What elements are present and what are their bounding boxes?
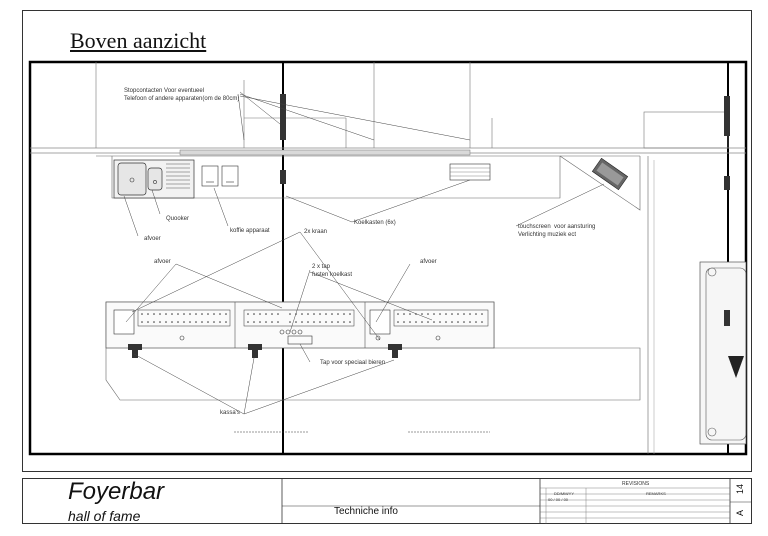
revisions-row: 00 / 00 / 00 bbox=[548, 497, 569, 502]
sheet-number: 14 bbox=[735, 483, 746, 495]
coffee-machine-label: koffie apparaat bbox=[230, 228, 270, 234]
drain-right-label: afvoer bbox=[420, 259, 437, 265]
faucets-label: 2x kraan bbox=[304, 229, 328, 235]
drawing-title: Boven aanzicht bbox=[70, 28, 207, 53]
project-subtitle: hall of fame bbox=[68, 508, 141, 524]
sheet-description: Techniche info bbox=[334, 506, 398, 517]
registers-label: kassa's bbox=[220, 410, 240, 416]
sheet-revision: A bbox=[735, 509, 746, 517]
drawing-frame bbox=[22, 10, 752, 472]
special-beer-tap-label: Tap voor speciaal bieren bbox=[320, 360, 386, 366]
taps-label: 2 x tap fusten koelkast bbox=[312, 264, 353, 278]
quooker-label: Quooker bbox=[166, 216, 190, 222]
revisions-remarks-header: REMARKS bbox=[646, 491, 666, 496]
outlets-label: Stopcontacten Voor eventueel Telefoon of… bbox=[124, 88, 240, 102]
fridges-label: Koelkasten (6x) bbox=[354, 220, 396, 226]
title-block bbox=[22, 478, 752, 524]
revisions-date-header: DD/MM/YY bbox=[554, 491, 574, 496]
project-name: Foyerbar bbox=[68, 478, 165, 505]
drain-left-label: afvoer bbox=[154, 259, 171, 265]
revisions-title: REVISIONS bbox=[622, 481, 650, 487]
sink-drain-label: afvoer bbox=[144, 236, 161, 242]
touchscreen-label: touchscreen voor aansturing Verlichting … bbox=[518, 224, 596, 238]
